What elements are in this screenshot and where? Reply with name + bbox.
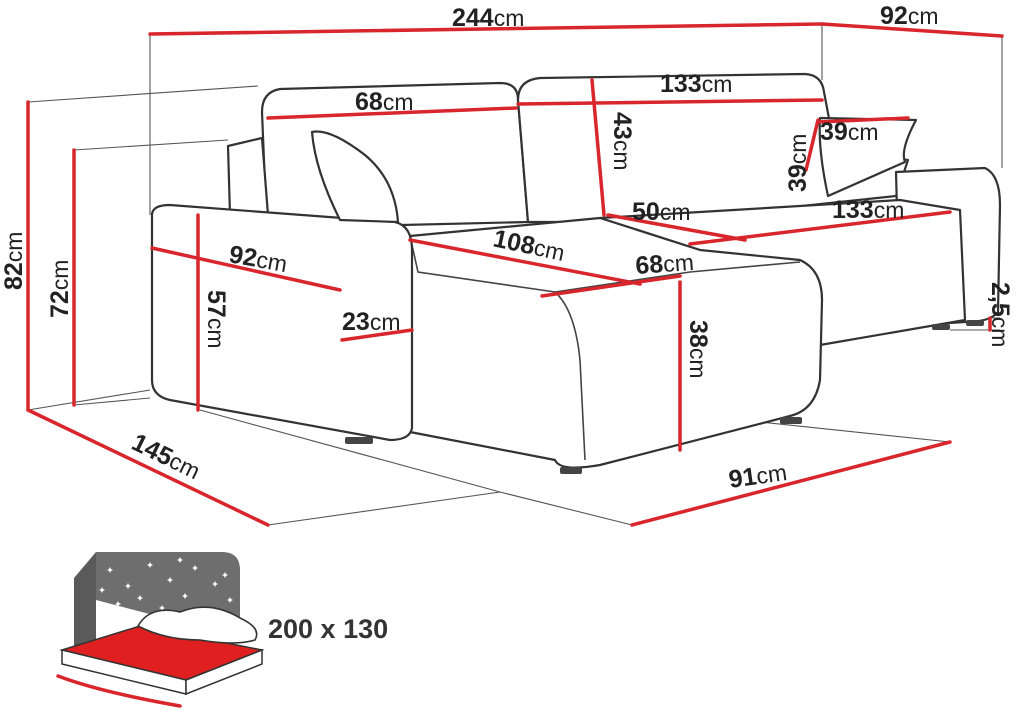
- dimension-labels: 244cm 92cm 68cm 133cm 43cm 39cm 39cm 50c…: [0, 2, 1014, 494]
- star-icon: [137, 595, 143, 601]
- label-arm-height: 72cm: [46, 260, 74, 318]
- label-total-height: 82cm: [0, 232, 28, 290]
- star-icon: [99, 587, 105, 593]
- label-total-width: 244cm: [452, 4, 524, 32]
- chaise-seat: [408, 216, 824, 469]
- leg: [345, 437, 373, 444]
- label-arm-front-height: 57cm: [202, 290, 230, 348]
- blanket: [136, 606, 258, 644]
- label-chaise-front-width: 91cm: [727, 458, 789, 494]
- star-icon: [222, 572, 228, 578]
- sleep-function-icon: 200 x 130: [56, 552, 388, 708]
- label-back-height: 43cm: [608, 112, 636, 170]
- label-back-right: 133cm: [660, 70, 732, 98]
- leg: [932, 324, 950, 330]
- label-seat-depth: 50cm: [632, 198, 690, 226]
- label-seat-height: 38cm: [684, 320, 712, 378]
- pillow-left: [310, 130, 400, 224]
- pillow-right: [818, 116, 918, 198]
- star-icon: [167, 577, 173, 583]
- label-seat-width-right: 133cm: [832, 196, 904, 224]
- leg: [560, 467, 582, 474]
- dimension-lines: [26, 22, 1004, 527]
- label-chaise-width: 68cm: [634, 248, 694, 280]
- label-leg-height: 2,5cm: [986, 282, 1014, 347]
- star-icon: [192, 565, 198, 571]
- star-icon: [125, 583, 131, 589]
- label-pillow-width: 39cm: [820, 118, 878, 146]
- star-icon: [99, 557, 233, 615]
- star-icon: [212, 581, 218, 587]
- leg: [780, 417, 802, 424]
- label-back-left: 68cm: [355, 88, 413, 116]
- label-arm-depth: 92cm: [227, 240, 289, 278]
- bed-size-label: 200 x 130: [268, 614, 388, 644]
- left-back-arm: [226, 136, 270, 217]
- star-icon: [147, 562, 153, 568]
- label-arm-width: 23cm: [342, 308, 400, 336]
- star-icon: [159, 605, 165, 611]
- leg: [966, 320, 984, 326]
- star-icon: [227, 597, 233, 603]
- label-pillow-height: 39cm: [784, 134, 812, 192]
- label-chaise-depth-top: 92cm: [880, 2, 938, 30]
- star-icon: [177, 557, 183, 563]
- star-icon: [115, 601, 121, 607]
- star-icon: [182, 593, 188, 599]
- star-icon: [107, 567, 113, 573]
